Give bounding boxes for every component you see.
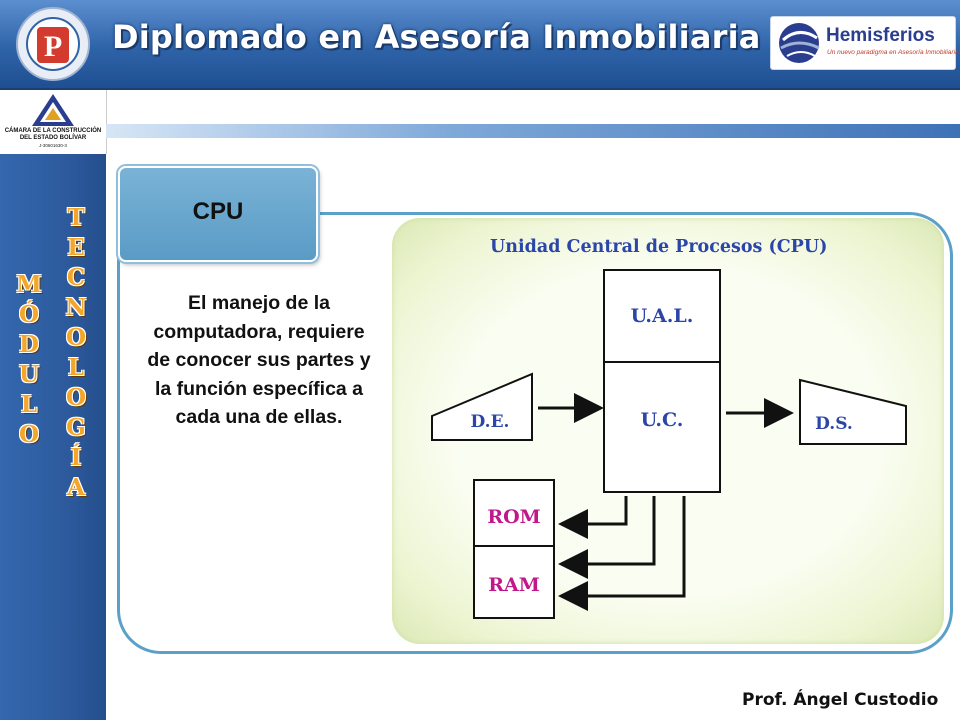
ram-label: RAM — [488, 574, 540, 596]
diagram-title: Unidad Central de Procesos (CPU) — [490, 237, 827, 257]
pascal-logo: P — [6, 5, 100, 83]
ds-label: D.S. — [815, 414, 853, 434]
modulo-letter: U — [18, 361, 40, 388]
camara-name: CÁMARA DE LA CONSTRUCCIÓN DEL ESTADO BOL… — [4, 128, 102, 141]
de-label: D.E. — [471, 412, 510, 432]
header-bar: P Diplomado en Asesoría Inmobiliaria Hem… — [0, 0, 960, 90]
modulo-letter: O — [18, 421, 40, 448]
cpu-tab-label: CPU — [192, 198, 244, 225]
modulo-letter: L — [20, 391, 38, 418]
arrow-uc-to-rom — [558, 496, 628, 539]
camara-logo: CÁMARA DE LA CONSTRUCCIÓN DEL ESTADO BOL… — [0, 90, 107, 154]
tecnologia-letter: E — [67, 234, 85, 261]
hemisferios-name: Hemisferios — [826, 25, 935, 46]
tecnologia-letter: T — [67, 204, 85, 231]
cpu-tab: CPU — [118, 166, 318, 262]
arrow-uc-to-ram-1 — [558, 496, 656, 579]
ram-block — [473, 545, 555, 619]
modulo-letter: D — [19, 331, 39, 358]
rom-label: ROM — [487, 506, 540, 528]
uc-block — [603, 361, 721, 493]
tecnologia-vertical-label: T E C N O L O G Í A — [61, 203, 91, 503]
author-footer: Prof. Ángel Custodio — [742, 690, 939, 710]
cpu-diagram: Unidad Central de Procesos (CPU) U.A.L. … — [392, 218, 944, 644]
arrow-uc-to-ram-2 — [558, 496, 686, 611]
tecnologia-letter: Í — [70, 444, 82, 471]
globe-icon — [779, 23, 820, 63]
ds-block — [799, 378, 907, 445]
tecnologia-letter: G — [66, 414, 86, 441]
sidebar — [0, 90, 106, 720]
de-block — [431, 372, 533, 441]
hemisferios-tagline: Un nuevo paradigma en Asesoría Inmobilia… — [827, 49, 959, 56]
header-stripe — [106, 124, 960, 138]
pascal-letter: P — [44, 30, 62, 63]
tecnologia-letter: N — [65, 294, 87, 321]
cpu-diagram-svg: Unidad Central de Procesos (CPU) U.A.L. … — [431, 237, 907, 619]
modulo-letter: Ó — [18, 301, 40, 328]
page-title: Diplomado en Asesoría Inmobiliaria — [112, 18, 761, 56]
modulo-vertical-label: M Ó D U L O — [14, 270, 44, 450]
tecnologia-letter: O — [65, 324, 87, 351]
camara-triangle-icon — [32, 94, 74, 126]
alu-label: U.A.L. — [631, 305, 694, 327]
tecnologia-letter: L — [67, 354, 85, 381]
alu-block — [603, 269, 721, 363]
camara-code: J-30601630-3 — [39, 143, 67, 148]
tecnologia-letter: C — [66, 264, 86, 291]
modulo-letter: M — [16, 271, 42, 298]
uc-label: U.C. — [641, 409, 684, 431]
hemisferios-logo: Hemisferios Un nuevo paradigma en Asesor… — [770, 16, 959, 70]
tecnologia-letter: A — [67, 474, 85, 501]
tecnologia-letter: O — [65, 384, 87, 411]
description-text: El manejo de la computadora, requiere de… — [147, 292, 371, 428]
pascal-p-seal-icon: P — [16, 7, 90, 81]
